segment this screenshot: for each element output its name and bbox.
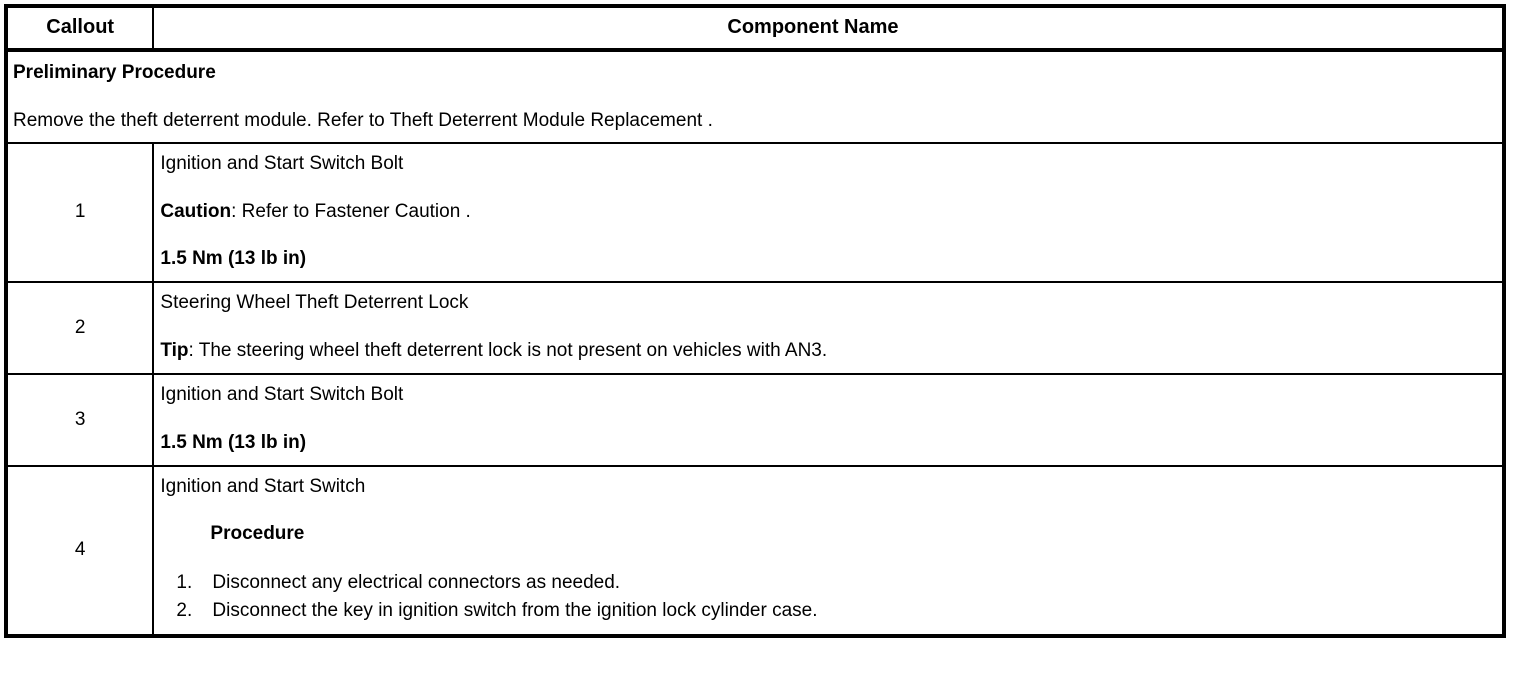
list-item-number: 1.	[176, 572, 193, 594]
component-callout-table: Callout Component Name Preliminary Proce…	[4, 4, 1506, 638]
component-description: Steering Wheel Theft Deterrent Lock Tip:…	[153, 282, 1504, 375]
table-row: 4 Ignition and Start Switch Procedure 1.…	[6, 465, 1504, 636]
callout-number: 4	[6, 465, 155, 636]
component-name-text: Ignition and Start Switch Bolt	[160, 383, 404, 405]
caution-note: Caution: Refer to Fastener Caution .	[160, 201, 1496, 223]
table-row: 2 Steering Wheel Theft Deterrent Lock Ti…	[6, 282, 1504, 375]
tip-label: Tip	[160, 340, 189, 362]
list-item-text: Disconnect any electrical connectors as …	[212, 572, 621, 594]
caution-text: : Refer to Fastener Caution .	[231, 200, 471, 222]
column-header-callout: Callout	[6, 6, 155, 52]
tip-note: Tip: The steering wheel theft deterrent …	[160, 340, 1496, 362]
preliminary-procedure-row: Preliminary Procedure Remove the theft d…	[6, 50, 1504, 144]
torque-spec: 1.5 Nm (13 lb in)	[160, 248, 307, 270]
table-row: 1 Ignition and Start Switch Bolt Caution…	[6, 142, 1504, 284]
table-header-row: Callout Component Name	[6, 6, 1504, 52]
list-item: 2. Disconnect the key in ignition switch …	[160, 599, 1496, 623]
list-item: 1. Disconnect any electrical connectors a…	[160, 571, 1496, 595]
procedure-heading: Procedure	[210, 523, 305, 545]
component-name-text: Ignition and Start Switch	[160, 475, 366, 497]
component-name-text: Ignition and Start Switch Bolt	[160, 152, 404, 174]
component-name-text: Steering Wheel Theft Deterrent Lock	[160, 292, 469, 314]
column-header-component-name: Component Name	[153, 6, 1504, 52]
list-item-text: Disconnect the key in ignition switch fr…	[212, 600, 818, 622]
torque-spec: 1.5 Nm (13 lb in)	[160, 431, 307, 453]
list-item-number: 2.	[176, 600, 193, 622]
callout-number: 2	[6, 282, 155, 375]
procedure-step-list: 1. Disconnect any electrical connectors a…	[160, 571, 1496, 623]
tip-text: : The steering wheel theft deterrent loc…	[188, 340, 828, 362]
component-description: Ignition and Start Switch Bolt Caution: …	[153, 142, 1504, 284]
caution-label: Caution	[160, 200, 232, 222]
table-row: 3 Ignition and Start Switch Bolt 1.5 Nm …	[6, 373, 1504, 467]
callout-number: 1	[6, 142, 155, 284]
preliminary-procedure-text: Remove the theft deterrent module. Refer…	[13, 109, 713, 131]
preliminary-procedure-cell: Preliminary Procedure Remove the theft d…	[6, 50, 1504, 144]
preliminary-procedure-title: Preliminary Procedure	[13, 62, 216, 83]
component-description: Ignition and Start Switch Bolt 1.5 Nm (1…	[153, 373, 1504, 467]
callout-number: 3	[6, 373, 155, 467]
component-description: Ignition and Start Switch Procedure 1. Di…	[153, 466, 1504, 636]
